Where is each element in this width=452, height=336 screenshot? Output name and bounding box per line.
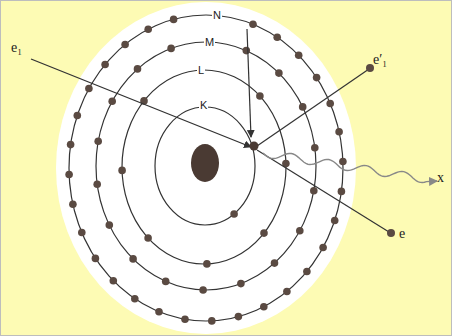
electron [92, 255, 100, 263]
electron [338, 188, 346, 196]
electron [249, 21, 257, 29]
electron [162, 278, 170, 286]
electron [273, 34, 281, 42]
electron [110, 277, 118, 285]
electron [208, 317, 216, 325]
electron [311, 144, 319, 152]
electron [93, 181, 101, 189]
electron [335, 128, 343, 136]
shell-label: M [204, 37, 215, 48]
electron [101, 61, 109, 69]
electron [74, 112, 82, 120]
electron [260, 303, 268, 311]
electron [69, 200, 77, 208]
electron [283, 288, 291, 296]
nucleus [191, 144, 219, 182]
white-ground [56, 2, 356, 334]
ejected-electron-label: e [399, 227, 405, 241]
electron [295, 52, 303, 60]
electron [121, 41, 129, 49]
incident-electron-label: e₁ [11, 41, 22, 55]
x-ray-label: x [437, 171, 444, 185]
electron [310, 187, 318, 195]
electron [256, 92, 264, 100]
electron [237, 280, 245, 288]
electron [319, 244, 327, 252]
electron [199, 286, 207, 294]
electron [67, 141, 75, 149]
electron [181, 315, 189, 323]
electron [296, 227, 304, 235]
electron [271, 259, 279, 267]
electron [230, 210, 238, 218]
electron [235, 313, 243, 321]
electron [167, 45, 175, 53]
incoming-electron-path [31, 59, 251, 147]
electron [155, 308, 163, 316]
electron [108, 97, 116, 105]
electron [65, 171, 73, 179]
l-shell [122, 70, 286, 264]
vacancy-electron [250, 142, 259, 151]
shell-label: K [199, 100, 208, 111]
electron [339, 158, 347, 166]
electron [170, 16, 178, 24]
scattered-electron-path [257, 69, 369, 146]
electron [131, 295, 139, 303]
electron [313, 74, 321, 82]
electron [203, 260, 211, 268]
electron [326, 100, 334, 108]
ejected-electron-path [257, 150, 389, 232]
n-shell [69, 15, 343, 321]
electron [260, 229, 268, 237]
electron [94, 138, 102, 146]
scattered-electron-label: e′₁ [373, 53, 387, 67]
electron [299, 103, 307, 111]
shell-label: L [197, 65, 205, 76]
electron [243, 47, 251, 55]
electron [129, 255, 137, 263]
electron [144, 234, 152, 242]
electron [303, 268, 311, 276]
x-ray-photon [263, 153, 437, 183]
scattered-electron [366, 64, 374, 72]
electron-transition-arrow [247, 29, 251, 137]
ejected-electron [387, 229, 395, 237]
electron [106, 221, 114, 229]
electron [331, 217, 339, 225]
shell-label: N [212, 10, 222, 21]
electron [85, 85, 93, 93]
k-shell [155, 107, 255, 225]
electron [275, 69, 283, 77]
electron [144, 26, 152, 34]
electron [78, 229, 86, 237]
electron [118, 167, 126, 175]
electron [134, 65, 142, 73]
